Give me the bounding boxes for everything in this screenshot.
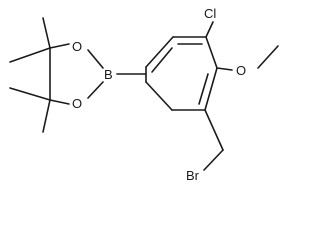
methyl-bond-top-up xyxy=(42,17,51,49)
carbon-chlorine-bond xyxy=(205,21,214,38)
oxygen-top-carbon-bond xyxy=(49,43,70,49)
methyl-bond-top-left xyxy=(9,47,51,63)
boron-oxygen-bottom-bond xyxy=(87,81,104,99)
ring-methylene-bond xyxy=(204,109,224,151)
benzene-ring xyxy=(145,36,218,111)
methoxy-oxygen-label: O xyxy=(236,63,246,78)
carbon-methoxy-oxygen-bond xyxy=(216,67,233,71)
methyl-bond-bottom-down xyxy=(42,99,51,133)
ring-bond-top-left xyxy=(145,36,174,68)
methyl-bond-bottom-left xyxy=(9,87,51,101)
ring-bond-top-right xyxy=(205,36,218,69)
ring-bond-bottom-right xyxy=(204,67,218,111)
methylene-bromine-bond xyxy=(203,149,224,171)
dioxaborolane-ring xyxy=(9,17,104,133)
ring-bond-bottom-left xyxy=(145,81,173,111)
bromine-label: Br xyxy=(186,168,200,183)
chemical-structure-diagram: B O O Cl O Br xyxy=(9,6,279,183)
methoxy-methyl-bond xyxy=(257,45,279,69)
boron-label: B xyxy=(104,67,113,82)
ring-oxygen-top-label: O xyxy=(72,39,82,54)
ring-double-bond-right xyxy=(198,73,209,105)
ring-oxygen-bottom-label: O xyxy=(72,96,82,111)
boron-oxygen-top-bond xyxy=(87,49,104,69)
ring-double-bond-left xyxy=(151,47,173,73)
chlorine-label: Cl xyxy=(204,6,216,21)
oxygen-bottom-carbon-bond xyxy=(49,99,70,105)
